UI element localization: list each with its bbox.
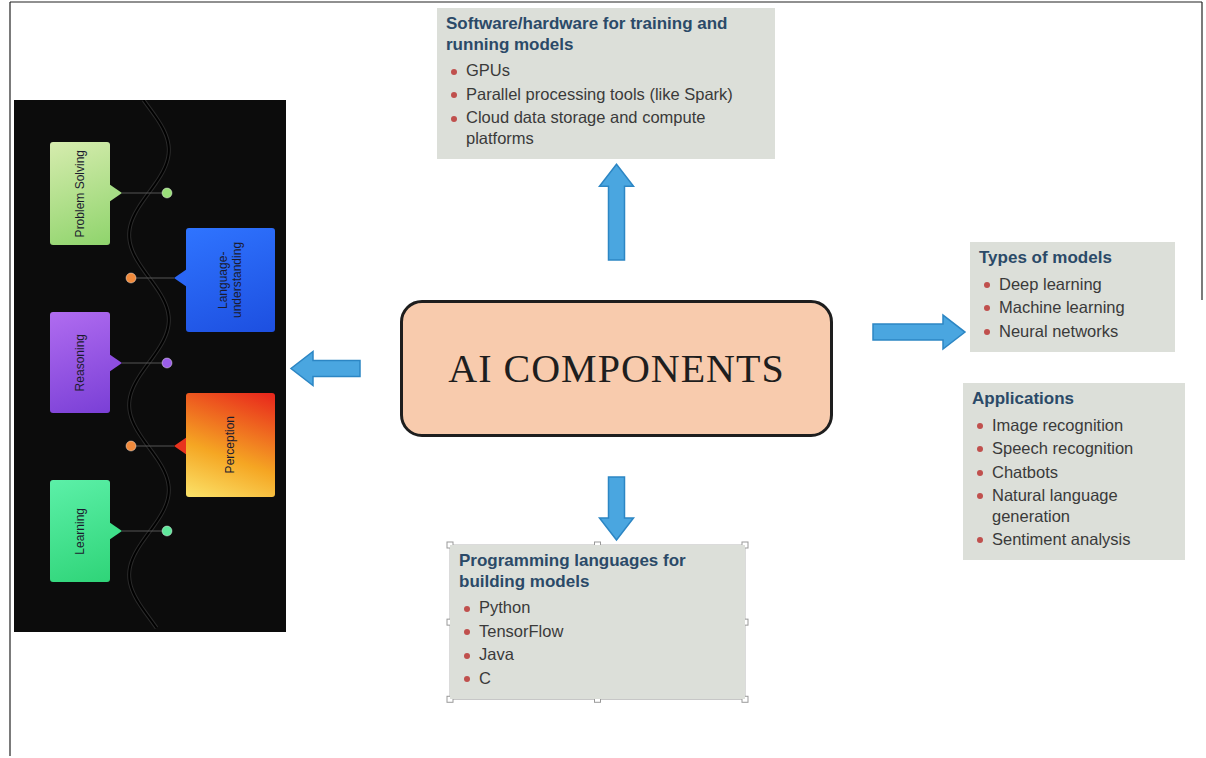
bullet-row: Java (459, 644, 736, 664)
bullet-row: Cloud data storage and compute platforms (446, 107, 766, 148)
info-box: Programming languages for building model… (450, 545, 745, 699)
timeline-dot (162, 358, 172, 368)
box-heading-row: Types of models (979, 248, 1166, 269)
bullet-row: C (459, 668, 736, 688)
bullet-text: Java (479, 645, 514, 663)
info-box: Software/hardware for training and runni… (437, 8, 775, 159)
concept-tile: Perception (186, 393, 275, 497)
concept-tile: Learning (50, 480, 110, 582)
bullet-text: Image recognition (992, 416, 1123, 434)
bullet-text: Natural language generation (992, 486, 1118, 524)
frame-line (9, 2, 10, 756)
timeline-dot (162, 526, 172, 536)
bullet-dot (464, 606, 470, 612)
concept-label: Problem Solving (73, 150, 87, 237)
bullet-dot (451, 116, 457, 122)
bullet-dot (977, 470, 983, 476)
info-box: Types of modelsDeep learningMachine lear… (970, 242, 1175, 352)
concept-label: Learning (73, 508, 87, 555)
connector-tick (131, 445, 174, 446)
bullet-text: C (479, 669, 491, 687)
bullet-row: Machine learning (979, 297, 1166, 317)
central-title: AI COMPONENTS (448, 345, 784, 392)
box-heading: Software/hardware for training and runni… (446, 14, 728, 54)
bullet-dot (451, 69, 457, 75)
bullet-dot (451, 92, 457, 98)
bullet-row: Natural language generation (972, 485, 1176, 526)
bullet-row: Chatbots (972, 462, 1176, 482)
bullet-text: Deep learning (999, 275, 1102, 293)
box-heading: Types of models (979, 248, 1112, 267)
central-box: AI COMPONENTS (400, 300, 833, 437)
bullet-row: Parallel processing tools (like Spark) (446, 84, 766, 104)
box-heading: Programming languages for building model… (459, 551, 686, 591)
info-box: ApplicationsImage recognitionSpeech reco… (963, 383, 1185, 560)
timeline-dot (126, 441, 136, 451)
block-arrow (291, 352, 360, 386)
connector-tick (131, 277, 174, 278)
bullet-row: Deep learning (979, 274, 1166, 294)
bullet-text: GPUs (466, 61, 510, 79)
bullet-text: Sentiment analysis (992, 530, 1131, 548)
bullet-row: Speech recognition (972, 438, 1176, 458)
bullet-row: Neural networks (979, 321, 1166, 341)
bullet-row: Image recognition (972, 415, 1176, 435)
box-heading-row: Software/hardware for training and runni… (446, 14, 766, 55)
bullet-row: TensorFlow (459, 621, 736, 641)
box-heading-row: Applications (972, 389, 1176, 410)
bullet-dot (464, 676, 470, 682)
connector-tick (122, 192, 167, 193)
concept-label: Perception (223, 416, 237, 473)
bullet-dot (977, 423, 983, 429)
bullet-text: Machine learning (999, 298, 1125, 316)
timeline-dot (126, 273, 136, 283)
bullet-dot (464, 629, 470, 635)
frame-line (10, 1, 1202, 2)
bullet-text: Parallel processing tools (like Spark) (466, 85, 733, 103)
block-arrow (873, 315, 965, 349)
bullet-dot (977, 537, 983, 543)
bullet-text: TensorFlow (479, 622, 563, 640)
illustration-panel: Problem SolvingLanguage-understandingRea… (14, 100, 286, 632)
block-arrow (600, 477, 634, 540)
pointer-triangle (109, 354, 122, 372)
bullet-row: Sentiment analysis (972, 529, 1176, 549)
box-heading: Applications (972, 389, 1074, 408)
bullet-dot (984, 329, 990, 335)
bullet-text: Speech recognition (992, 439, 1133, 457)
selection-outline (450, 545, 745, 699)
connector-tick (122, 362, 167, 363)
concept-label: Reasoning (73, 334, 87, 391)
concept-tile: Problem Solving (50, 142, 110, 245)
block-arrow (600, 164, 634, 260)
timeline-dot (162, 188, 172, 198)
concept-tile: Reasoning (50, 312, 110, 413)
bullet-dot (984, 305, 990, 311)
bullet-row: Python (459, 597, 736, 617)
bullet-dot (977, 446, 983, 452)
bullet-text: Cloud data storage and compute platforms (466, 108, 705, 146)
pointer-triangle (109, 184, 122, 202)
pointer-triangle (109, 522, 122, 540)
bullet-dot (464, 653, 470, 659)
bullet-text: Chatbots (992, 463, 1058, 481)
bullet-text: Python (479, 598, 530, 616)
bullet-row: GPUs (446, 60, 766, 80)
bullet-text: Neural networks (999, 322, 1118, 340)
concept-tile: Language-understanding (186, 228, 275, 332)
concept-label: Language-understanding (216, 233, 245, 327)
bullet-dot (984, 282, 990, 288)
box-heading-row: Programming languages for building model… (459, 551, 736, 592)
connector-tick (122, 530, 167, 531)
frame-line (1201, 2, 1202, 300)
bullet-dot (977, 493, 983, 499)
